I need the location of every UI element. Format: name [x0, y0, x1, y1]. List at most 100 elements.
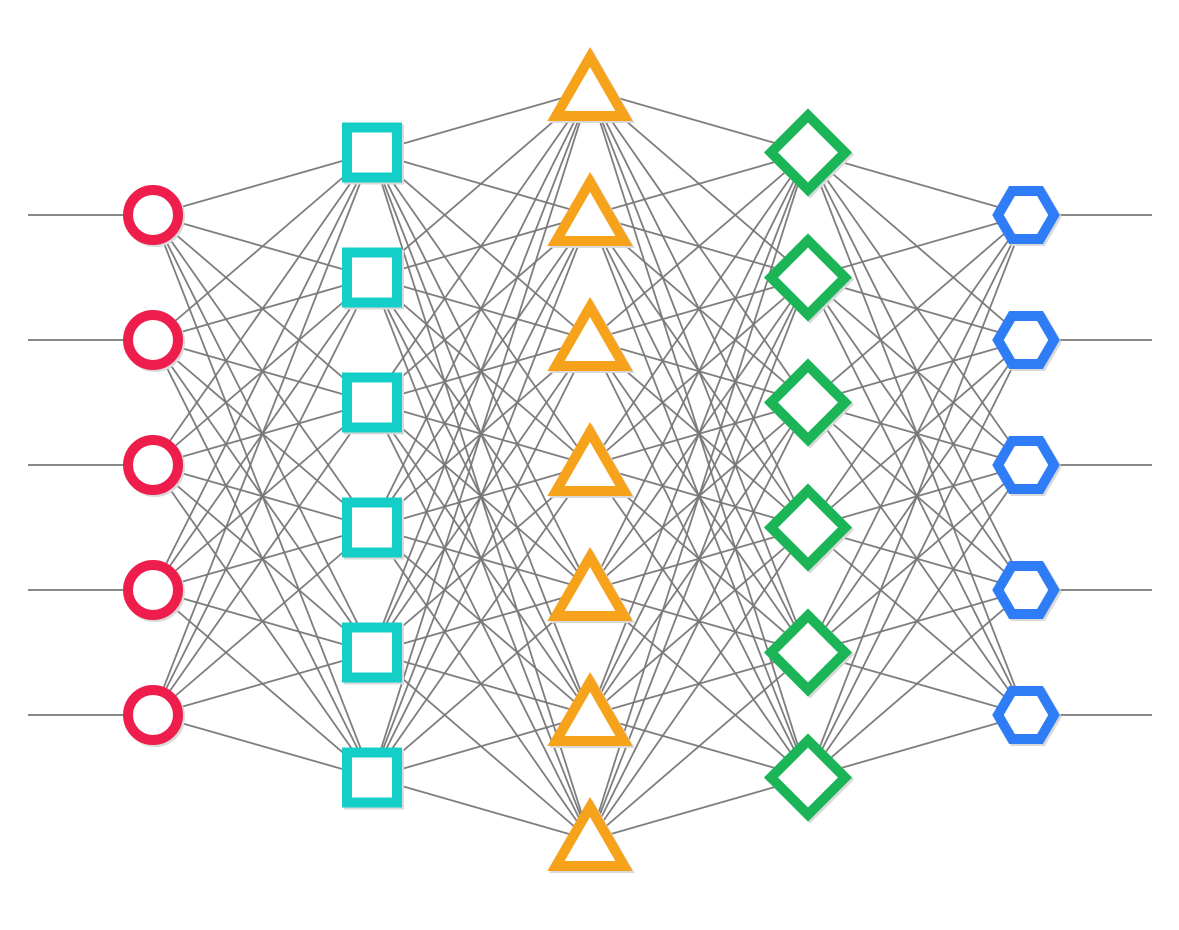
diamond-node-shape	[763, 358, 853, 447]
input-node-3	[123, 435, 185, 497]
connection-line	[152, 151, 373, 216]
output-node-2	[992, 311, 1062, 371]
hidden-3-node-2	[763, 233, 855, 324]
output-node-3	[992, 436, 1062, 496]
triangle-node-shape	[547, 796, 633, 871]
hidden-2-node-7	[547, 796, 635, 873]
circle-node-shape	[123, 435, 183, 495]
diamond-node-shape	[763, 608, 853, 697]
hidden-1-node-6	[342, 747, 404, 810]
connection-line	[152, 401, 373, 716]
connections-group	[152, 89, 1027, 841]
connection-line	[807, 214, 1027, 279]
triangle-node-shape	[547, 46, 633, 121]
hidden-1-node-2	[342, 247, 404, 310]
square-node-shape	[342, 247, 402, 308]
hidden-3-node-3	[763, 358, 855, 449]
connection-line	[371, 89, 591, 653]
connection-line	[371, 89, 591, 404]
hexagon-node-shape	[992, 186, 1060, 244]
hidden-3-node-4	[763, 483, 855, 574]
connection-line	[371, 89, 591, 528]
hidden-2-node-6	[547, 671, 635, 748]
hidden-1-node-5	[342, 622, 404, 685]
hidden-2-node-5	[547, 546, 635, 623]
input-node-1	[123, 185, 185, 247]
circle-node-shape	[123, 185, 183, 245]
connection-line	[371, 714, 591, 779]
connection-line	[589, 651, 809, 841]
connection-line	[807, 214, 1027, 404]
circle-node-shape	[123, 685, 183, 745]
connection-line	[371, 89, 591, 778]
square-node-shape	[342, 122, 402, 183]
input-node-5	[123, 685, 185, 747]
connection-line	[371, 89, 591, 154]
output-node-4	[992, 561, 1062, 621]
connection-line	[589, 776, 809, 841]
circle-node-shape	[123, 310, 183, 370]
hidden-2-node-2	[547, 171, 635, 248]
hexagon-node-shape	[992, 436, 1060, 494]
square-node-shape	[342, 622, 402, 683]
connection-line	[152, 714, 373, 779]
input-node-4	[123, 560, 185, 622]
diamond-node-shape	[763, 483, 853, 572]
connection-line	[807, 214, 1027, 529]
hexagon-node-shape	[992, 686, 1060, 744]
hidden-1-node-1	[342, 122, 404, 185]
connection-line	[152, 151, 373, 341]
hidden-2-node-4	[547, 421, 635, 498]
connection-line	[152, 651, 373, 716]
connection-line	[589, 152, 809, 591]
triangle-node-shape	[547, 171, 633, 246]
hidden-1-node-3	[342, 372, 404, 435]
connection-line	[807, 464, 1027, 779]
connection-line	[589, 526, 809, 841]
connection-line	[589, 402, 809, 841]
connection-line	[589, 151, 809, 466]
hidden-2-node-3	[547, 296, 635, 373]
square-node-shape	[342, 747, 402, 808]
output-node-1	[992, 186, 1062, 246]
triangle-node-shape	[547, 296, 633, 371]
connection-line	[152, 152, 373, 591]
triangle-node-shape	[547, 671, 633, 746]
hexagon-node-shape	[992, 561, 1060, 619]
hidden-3-node-1	[763, 108, 855, 199]
hidden-1-node-4	[342, 497, 404, 560]
triangle-node-shape	[547, 546, 633, 621]
connection-line	[152, 277, 373, 716]
hidden-3-node-5	[763, 608, 855, 699]
connection-line	[589, 151, 809, 216]
connection-line	[807, 714, 1027, 779]
connection-line	[589, 152, 809, 841]
connection-line	[589, 89, 809, 154]
diamond-node-shape	[763, 108, 853, 197]
connection-line	[371, 464, 591, 779]
connection-line	[152, 151, 373, 466]
connection-line	[807, 214, 1027, 653]
hidden-2-node-1	[547, 46, 635, 123]
square-node-shape	[342, 372, 402, 433]
input-node-2	[123, 310, 185, 372]
circle-node-shape	[123, 560, 183, 620]
square-node-shape	[342, 497, 402, 558]
connection-line	[152, 526, 373, 716]
diamond-node-shape	[763, 233, 853, 322]
output-node-5	[992, 686, 1062, 746]
connection-line	[807, 339, 1027, 778]
hexagon-node-shape	[992, 311, 1060, 369]
connection-line	[371, 339, 591, 778]
connection-line	[371, 214, 591, 778]
hidden-3-node-6	[763, 733, 855, 824]
connection-line	[807, 589, 1027, 779]
connection-line	[807, 214, 1027, 778]
connection-line	[371, 776, 591, 841]
connection-line	[589, 151, 809, 341]
triangle-node-shape	[547, 421, 633, 496]
nodes-group	[123, 46, 1062, 873]
diamond-node-shape	[763, 733, 853, 822]
